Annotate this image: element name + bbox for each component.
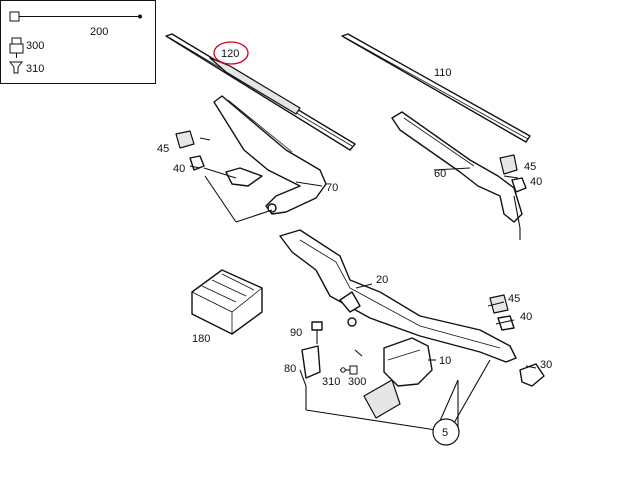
wire-harness-icon [9, 11, 142, 22]
callout-30: 30 [540, 359, 552, 371]
callout-45-right: 45 [524, 161, 536, 173]
bracket-80 [301, 345, 321, 379]
wiper-arm-left [213, 95, 327, 215]
callout-5-circle [432, 418, 460, 446]
callout-45-lower: 45 [508, 293, 520, 305]
legend-300-label: 300 [26, 40, 44, 52]
cap-45-right [499, 154, 518, 175]
callout-90: 90 [290, 327, 302, 339]
screw-90 [311, 321, 323, 344]
connector-icon [9, 37, 24, 58]
pivot-30 [519, 363, 545, 387]
callout-120: 120 [221, 48, 239, 60]
connector-symbols [340, 365, 358, 375]
terminal-icon [8, 61, 24, 74]
callout-45-left: 45 [157, 143, 169, 155]
nut-40-right [511, 177, 527, 193]
legend-310-label: 310 [26, 63, 44, 75]
callout-20: 20 [376, 274, 388, 286]
callout-310: 310 [322, 376, 340, 388]
leader-lines [189, 137, 537, 431]
legend-200-label: 200 [90, 26, 108, 38]
cap-45-lower [489, 294, 509, 314]
wiper-arm-right [391, 111, 523, 223]
wiper-motor [363, 337, 433, 419]
legend-box: 200 300 310 [0, 0, 156, 84]
callout-60: 60 [434, 168, 446, 180]
module-180 [191, 269, 263, 335]
wiper-blade-right [341, 33, 531, 143]
callout-5: 5 [442, 427, 448, 439]
callout-110: 110 [434, 67, 452, 79]
nut-40-lower [497, 315, 515, 331]
wiper-blade-left [165, 33, 356, 151]
callout-80: 80 [284, 363, 296, 375]
wiper-linkage-frame [279, 229, 517, 363]
callout-300: 300 [348, 376, 366, 388]
cap-45-left [175, 130, 195, 149]
callout-40-left: 40 [173, 163, 185, 175]
callout-180: 180 [192, 333, 210, 345]
callout-40-right: 40 [530, 176, 542, 188]
callout-10: 10 [439, 355, 451, 367]
callout-40-lower: 40 [520, 311, 532, 323]
highlight-ring-120 [213, 41, 249, 65]
callout-70: 70 [326, 182, 338, 194]
